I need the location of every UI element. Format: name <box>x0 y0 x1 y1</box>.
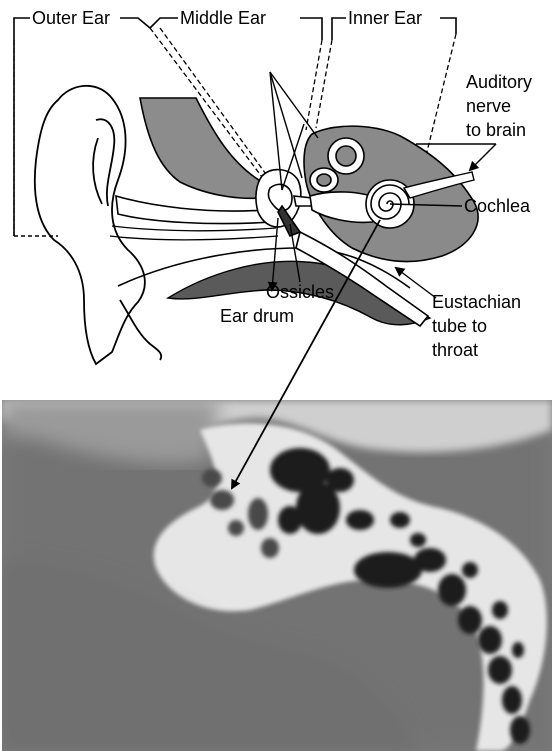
label-middle-ear: Middle Ear <box>180 8 266 28</box>
ct-scan-image <box>2 400 552 751</box>
canal-skin-lines <box>110 226 278 240</box>
label-eustachian-line-3: throat <box>432 340 478 360</box>
label-auditory-nerve-line-3: to brain <box>466 120 526 140</box>
label-ossicles: Ossicles <box>266 282 334 302</box>
middle-ear <box>256 170 312 236</box>
label-auditory-nerve-line-2: nerve <box>466 96 511 116</box>
label-ear-drum: Ear drum <box>220 306 294 326</box>
label-cochlea: Cochlea <box>464 196 531 216</box>
ear-diagram: Outer Ear Middle Ear Inner Ear Auditory … <box>14 8 532 364</box>
label-auditory-nerve-line-1: Auditory <box>466 72 532 92</box>
ear-canal <box>116 196 272 224</box>
auricle <box>35 86 161 364</box>
label-eustachian-line-2: tube to <box>432 316 487 336</box>
label-eustachian-line-1: Eustachian <box>432 292 521 312</box>
label-inner-ear: Inner Ear <box>348 8 422 28</box>
ear-canal-wall <box>140 98 276 198</box>
label-outer-ear: Outer Ear <box>32 8 110 28</box>
